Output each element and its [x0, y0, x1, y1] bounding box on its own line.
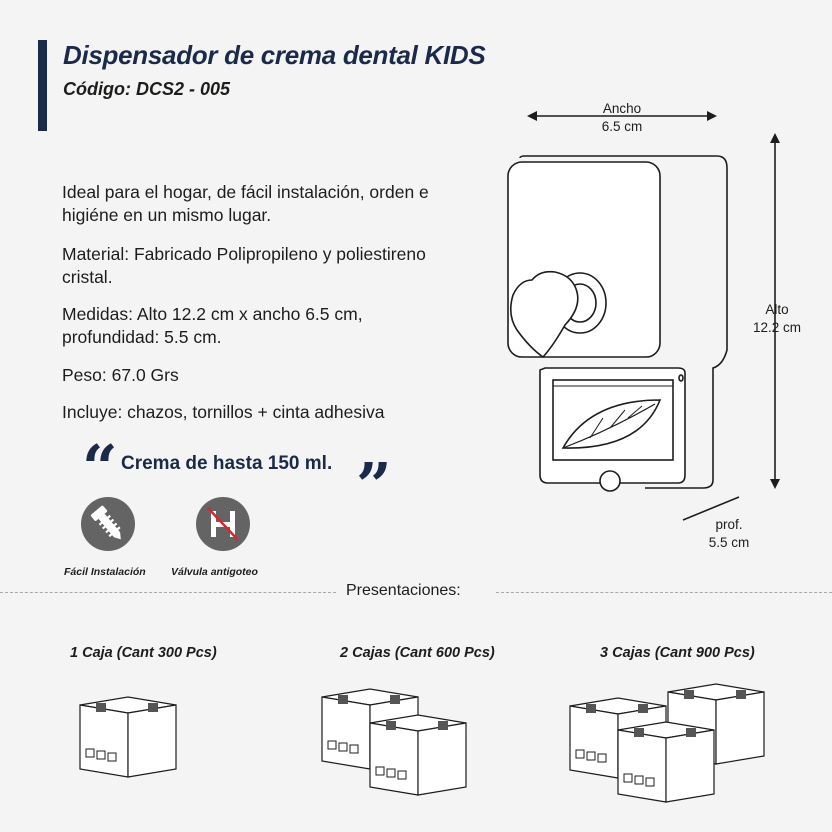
quote-open-mark: “	[82, 431, 118, 504]
dispenser-illustration	[507, 155, 728, 492]
accent-bar	[38, 40, 47, 131]
depth-value: 5.5 cm	[708, 535, 750, 550]
box	[667, 683, 765, 765]
feature-label-easy-install: Fácil Instalación	[64, 566, 146, 578]
description-includes: Incluye: chazos, tornillos + cinta adhes…	[62, 402, 385, 422]
divider-right	[496, 592, 832, 593]
quote-text: Crema de hasta 150 ml.	[121, 453, 333, 474]
height-dimension: Alto 12.2 cm	[742, 301, 812, 337]
box	[321, 688, 419, 770]
description-material: Material: Fabricado Polipropileno y poli…	[62, 244, 426, 287]
product-code: Código: DCS2 - 005	[63, 79, 231, 99]
quote-close-mark: ”	[356, 449, 392, 522]
box	[79, 696, 177, 778]
width-dimension: Ancho 6.5 cm	[590, 100, 654, 136]
box	[369, 714, 467, 796]
description-weight: Peso: 67.0 Grs	[62, 365, 179, 385]
feature-label-antidrip: Válvula antigoteo	[171, 566, 258, 578]
depth-label: prof.	[715, 517, 743, 532]
presentations-title: Presentaciones:	[346, 582, 461, 599]
screw-icon	[81, 497, 135, 551]
description-measures: Medidas: Alto 12.2 cm x ancho 6.5 cm, pr…	[62, 304, 363, 347]
height-label: Alto	[765, 302, 789, 317]
pack-label-2: 2 Cajas (Cant 600 Pcs)	[340, 645, 495, 661]
height-arrow	[770, 133, 780, 489]
depth-line	[682, 496, 740, 521]
width-label: Ancho	[602, 101, 642, 116]
pack-label-1: 1 Caja (Cant 300 Pcs)	[70, 645, 217, 661]
height-value: 12.2 cm	[752, 320, 802, 335]
depth-dimension: prof. 5.5 cm	[694, 516, 764, 552]
no-drip-valve-icon	[196, 497, 250, 551]
product-title: Dispensador de crema dental KIDS	[63, 40, 486, 70]
width-value: 6.5 cm	[601, 119, 643, 134]
width-arrow	[527, 111, 717, 121]
box	[569, 697, 667, 779]
pack-label-3: 3 Cajas (Cant 900 Pcs)	[600, 645, 755, 661]
description-intro: Ideal para el hogar, de fácil instalació…	[62, 182, 429, 225]
box	[617, 721, 715, 803]
divider-left	[0, 592, 336, 593]
